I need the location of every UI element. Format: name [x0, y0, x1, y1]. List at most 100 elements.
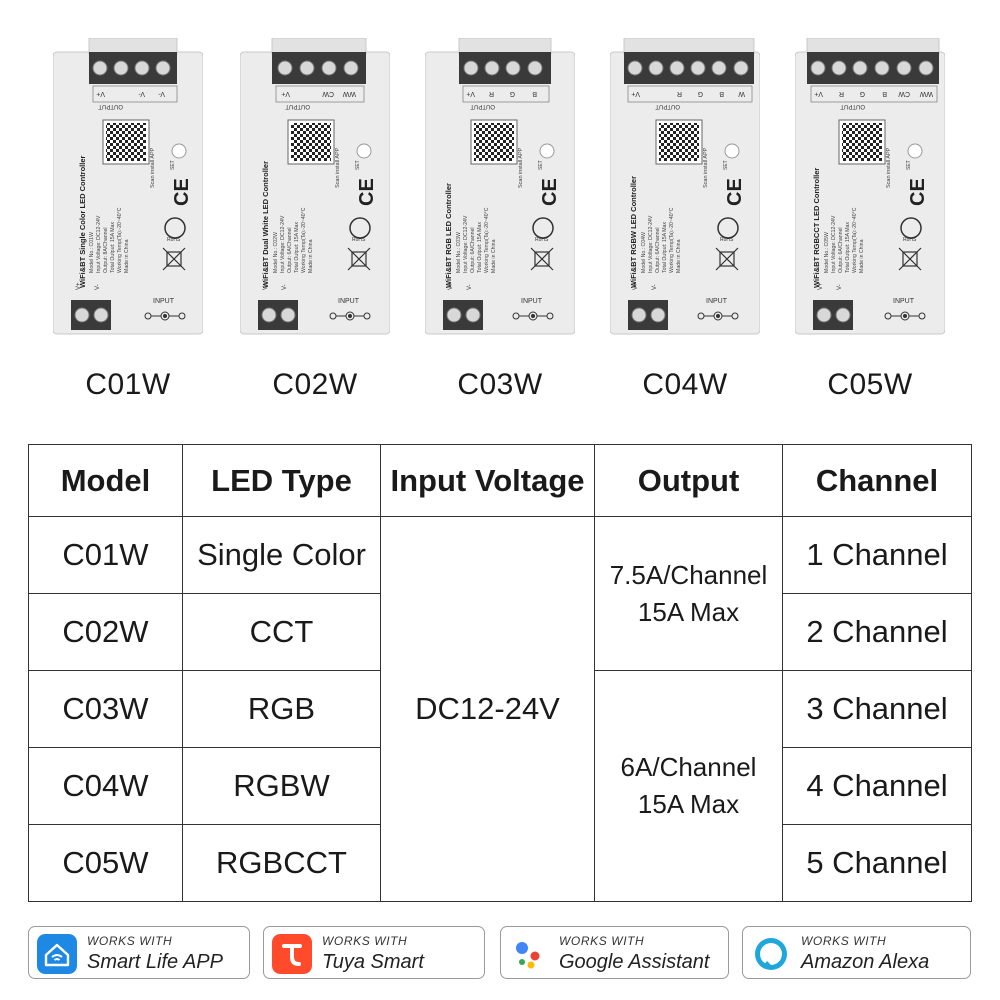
output-terminal-label: G — [860, 90, 865, 97]
rohs-icon — [717, 217, 739, 239]
controller-device-illustration: V+ R G B CW WW OUTPUT WiFi&BT RGBCCT LED… — [795, 38, 945, 335]
device-spec-line: Output: 6A/Channel — [655, 227, 661, 273]
works-with-label: WORKS WITH — [322, 934, 408, 948]
model-label-c02w: C02W — [272, 368, 358, 401]
google-assistant-dots-icon — [509, 934, 549, 974]
output-terminal-label: WW — [919, 90, 933, 97]
spec-table: Model LED Type Input Voltage Output Chan… — [28, 444, 972, 902]
set-button-label: SET — [723, 160, 729, 170]
output-terminal-label: G — [510, 90, 515, 97]
smart-life-house-icon — [37, 934, 77, 974]
device-spec-line: Working Temp(Ta):-20~40°C — [852, 207, 858, 273]
output-terminal-label: G — [698, 90, 703, 97]
rohs-icon — [164, 217, 186, 239]
device-spec-line: Output: 8A/Channel — [103, 227, 109, 273]
device-spec-line: Made in China — [491, 239, 497, 273]
device-spec-line: Total Output: 15A Max — [294, 222, 300, 273]
cell-model: C04W — [28, 747, 183, 825]
input-label: INPUT — [893, 298, 915, 305]
badge-tuya-smart: WORKS WITH Tuya Smart — [263, 926, 485, 979]
rohs-icon — [900, 217, 922, 239]
device-spec-line: Made in China — [124, 239, 130, 273]
table-row: C05W RGBCCT 5 Channel — [28, 824, 972, 902]
set-button-label: SET — [355, 160, 361, 170]
output-terminal-label: V+ — [631, 90, 640, 97]
scan-install-text: Scan install APP — [150, 147, 156, 188]
table-row: C04W RGBW 4 Channel — [28, 747, 972, 825]
device-spec-line: Working Temp(Ta):-20~40°C — [117, 207, 123, 273]
badge-amazon-alexa: WORKS WITH Amazon Alexa — [742, 926, 971, 979]
device-spec-line: Total Output: 15A Max — [662, 222, 668, 273]
controller-device-c03w: V+ R G B OUTPUT WiFi&BT RGB LED Controll… — [425, 38, 575, 338]
cell-led-type: RGBW — [182, 747, 381, 825]
dc-polarity-icon — [144, 311, 186, 321]
cell-led-type: CCT — [182, 593, 381, 671]
model-label-c04w: C04W — [642, 368, 728, 401]
output-terminal-label: V+ — [814, 90, 823, 97]
weee-bin-icon — [715, 247, 739, 271]
device-spec-line: Made in China — [308, 239, 314, 273]
scan-install-text: Scan install APP — [518, 147, 524, 188]
header-model: Model — [28, 444, 183, 517]
brand-name: Tuya Smart — [322, 951, 424, 973]
dc-polarity-icon — [697, 311, 739, 321]
brand-name: Smart Life APP — [87, 951, 223, 973]
device-spec-line: Total Output: 15A Max — [845, 222, 851, 273]
device-spec-line: Output: 6A/Channel — [287, 227, 293, 273]
controller-device-c01w: V+ V- V- OUTPUT WiFi&BT Single Color LED… — [53, 38, 203, 338]
set-button-label: SET — [906, 160, 912, 170]
output-terminal-label: CW — [322, 90, 334, 97]
output-terminal-label: V+ — [281, 90, 290, 97]
weee-bin-icon — [162, 247, 186, 271]
works-with-label: WORKS WITH — [801, 934, 887, 948]
device-spec-line: Working Temp(Ta):-20~40°C — [301, 207, 307, 273]
device-spec-line: Made in China — [676, 239, 682, 273]
device-spec-line: Total Output: 15A Max — [110, 222, 116, 273]
table-row: C02W CCT 2 Channel — [28, 593, 972, 671]
device-spec-line: Output: 6A/Channel — [470, 227, 476, 273]
tuya-t-icon — [272, 934, 312, 974]
output-terminal-label: B — [532, 90, 537, 97]
scan-install-text: Scan install APP — [335, 147, 341, 188]
dc-polarity-icon — [512, 311, 554, 321]
controller-device-illustration: V+ R G B W OUTPUT WiFi&BT RGBW LED Contr… — [610, 38, 760, 335]
device-title: WiFi&BT Dual White LED Controller — [261, 161, 270, 288]
device-spec-line: Model No.: C02W — [273, 232, 279, 273]
cell-channel: 5 Channel — [782, 824, 972, 902]
cell-output-group: 6A/Channel 15A Max — [594, 670, 783, 902]
device-spec-line: Made in China — [859, 239, 865, 273]
ce-mark: CE — [356, 178, 378, 206]
device-spec-line: Model No.: C04W — [641, 232, 647, 273]
table-header-row: Model LED Type Input Voltage Output Chan… — [28, 444, 972, 517]
cell-model: C01W — [28, 516, 183, 594]
weee-bin-icon — [898, 247, 922, 271]
input-plus-label: V+ — [448, 282, 454, 290]
device-title: WiFi&BT RGBW LED Controller — [629, 176, 638, 288]
cell-channel: 2 Channel — [782, 593, 972, 671]
ce-mark: CE — [171, 178, 193, 206]
output-label: OUTPUT — [470, 103, 495, 109]
rohs-label: RoHS — [720, 237, 734, 243]
output-per-channel: 6A/Channel — [620, 752, 757, 782]
cell-channel: 3 Channel — [782, 670, 972, 748]
weee-bin-icon — [530, 247, 554, 271]
device-spec-line: Model No.: C05W — [824, 232, 830, 273]
cell-channel: 4 Channel — [782, 747, 972, 825]
rohs-icon — [532, 217, 554, 239]
brand-name: Google Assistant — [559, 951, 710, 973]
output-terminal-label: V+ — [466, 90, 475, 97]
badge-google-assistant: WORKS WITH Google Assistant — [500, 926, 729, 979]
cell-led-type: Single Color — [182, 516, 381, 594]
header-channel: Channel — [782, 444, 972, 517]
ce-mark: CE — [907, 178, 929, 206]
product-gallery: V+ V- V- OUTPUT WiFi&BT Single Color LED… — [0, 0, 1000, 420]
input-label: INPUT — [338, 298, 360, 305]
device-spec-line: Working Temp(Ta):-20~40°C — [669, 207, 675, 273]
input-plus-label: V+ — [818, 282, 824, 290]
scan-install-text: Scan install APP — [703, 147, 709, 188]
cell-output-group: 7.5A/Channel 15A Max — [594, 516, 783, 671]
header-output: Output — [594, 444, 783, 517]
cell-model: C05W — [28, 824, 183, 902]
input-label: INPUT — [706, 298, 728, 305]
device-title: WiFi&BT RGBCCT LED Controller — [812, 168, 821, 288]
